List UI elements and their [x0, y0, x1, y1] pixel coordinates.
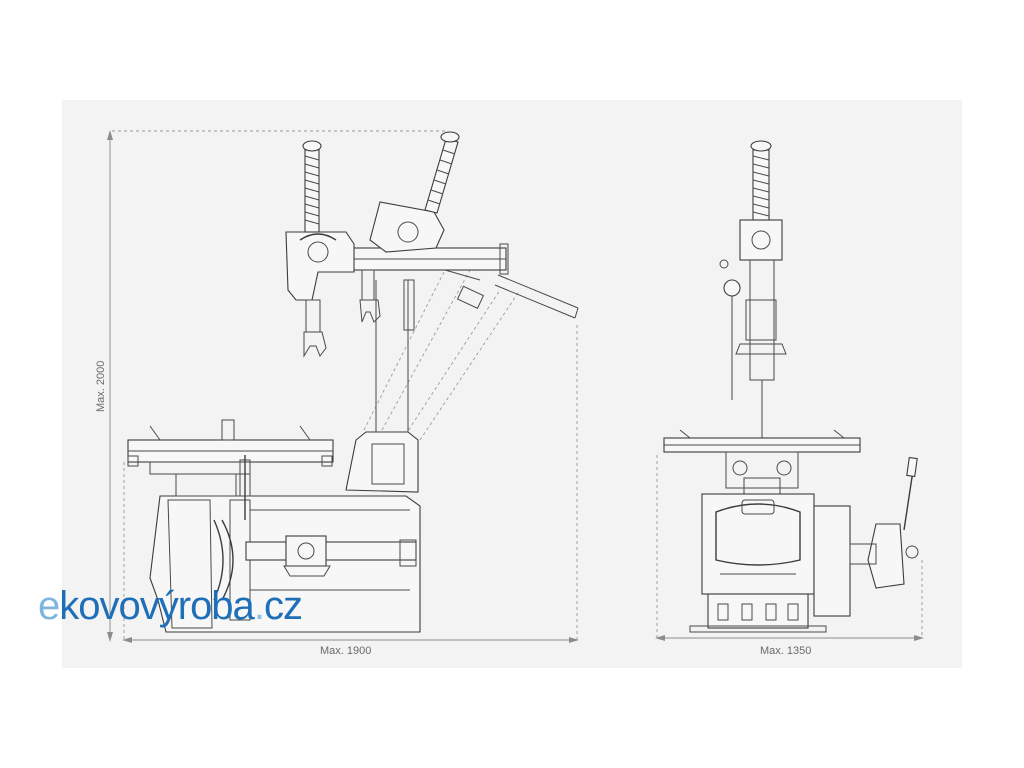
front-spring [750, 140, 772, 221]
height-label: Max. 2000 [95, 361, 107, 412]
side-width-dimension: Max. 1900 [122, 325, 579, 657]
left-spring [302, 140, 322, 233]
front-view-machine [663, 140, 919, 633]
site-logo: ekovovýroba.cz [38, 584, 303, 628]
logo-word-kovovyroba: kovovýroba [59, 584, 255, 628]
logo-dot: . [253, 584, 265, 628]
logo-letter-e: e [38, 584, 60, 628]
front-width-dimension: Max. 1350 [655, 455, 924, 657]
front-width-label: Max. 1350 [760, 645, 811, 657]
right-spring [424, 131, 460, 214]
height-dimension: Max. 2000 [95, 130, 445, 642]
side-width-label: Max. 1900 [320, 645, 371, 657]
logo-tld: cz [263, 584, 303, 628]
side-view-machine [127, 131, 579, 633]
